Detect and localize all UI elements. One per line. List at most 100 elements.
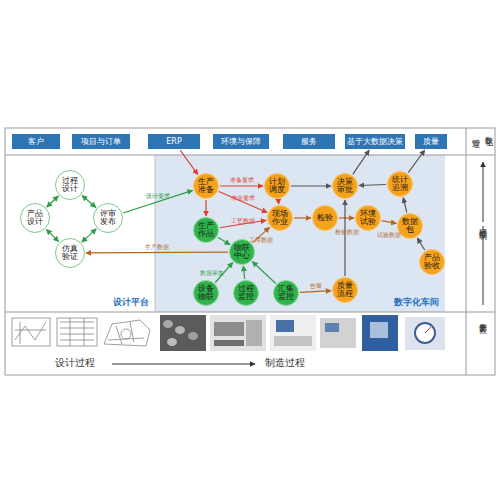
divider-line: [155, 155, 156, 312]
node-label: 环境试验: [360, 210, 376, 226]
node-label: 统计追溯: [392, 176, 408, 192]
node-label: 设备物联: [198, 285, 214, 301]
flow-arrow: [180, 150, 198, 175]
flow-arrow: [219, 192, 267, 213]
flow-arrow: [417, 238, 424, 250]
flow-arrow: [252, 227, 269, 242]
node-label: 产品设计: [25, 210, 45, 227]
flow-arrow: [82, 229, 96, 242]
process-arrow: [483, 162, 484, 305]
outer-frame: [5, 128, 495, 375]
node-label: 计划调度: [269, 178, 285, 194]
flow-arrow: [123, 190, 192, 213]
equipment-photo: [160, 315, 445, 351]
axis-label: 管理: [471, 133, 479, 135]
node-label: 检验: [317, 214, 333, 222]
edge-label: 检验数据: [334, 229, 360, 235]
process-arrow: [112, 364, 255, 365]
process-circle: 生产准备: [193, 173, 219, 199]
axis-label: 生产要素: [478, 316, 486, 320]
node-label: 服务: [301, 138, 317, 146]
flow-arrow: [86, 251, 228, 253]
process-circle: 产品验收: [419, 249, 445, 275]
flow-arrow: [359, 184, 386, 186]
system-box: 项目与订单: [72, 134, 130, 149]
node-label: 过程设计: [60, 177, 80, 194]
node-label: 评审发布: [98, 210, 118, 227]
process-circle: 检验: [312, 205, 338, 231]
design-step-circle: 仿真验证: [55, 238, 85, 268]
edge-label: 工艺数据: [230, 218, 256, 224]
iot-circle: 过程监控: [233, 280, 259, 306]
platform-panel: 设计平台 过程设计产品设计 评审发布仿真验证: [5, 155, 155, 312]
axis-label: 过程控制: [478, 222, 486, 226]
flow-arrow: [294, 217, 311, 218]
design-step-circle: 评审发布: [93, 203, 123, 233]
system-box: 基于大数据决策: [345, 134, 405, 149]
node-label: 数据包: [402, 218, 418, 234]
edge-label: 设计要求: [145, 193, 171, 199]
node-label: 基于大数据决策: [347, 138, 403, 146]
system-box: 服务: [283, 134, 335, 149]
system-box: 客户: [12, 134, 60, 149]
design-step-circle: 产品设计: [20, 203, 50, 233]
flow-arrow: [353, 150, 369, 174]
iot-circle: 物联中心: [229, 239, 255, 265]
workshop-panel: 数字化车间 生产准备 计划调度 决策审批 统计追溯生产作品 现场作业 检验 环境试验数据包物联…: [155, 155, 445, 312]
process-circle: 决策审批: [332, 173, 358, 199]
process-circle: 计划调度: [264, 173, 290, 199]
node-label: 质量: [423, 138, 439, 146]
system-box: 质量: [415, 134, 447, 149]
node-label: 质量流程: [337, 282, 353, 298]
node-label: 生产作品: [198, 222, 214, 238]
flow-arrow: [243, 266, 244, 279]
design-sketch: [12, 318, 150, 346]
flow-arrow: [46, 229, 58, 241]
edge-label: 生产数据: [144, 244, 170, 250]
iot-circle: 生产作品: [193, 217, 219, 243]
flow-arrow: [278, 200, 280, 204]
node-label: ERP: [166, 138, 181, 146]
node-label: 产品验收: [424, 254, 440, 270]
node-label: 物联中心: [234, 244, 250, 260]
edge-label: 告警: [309, 283, 323, 289]
flow-arrow: [218, 237, 230, 244]
flow-arrow: [205, 200, 206, 216]
node-label: 决策审批: [337, 178, 353, 194]
flow-arrow: [403, 198, 407, 213]
flow-arrow: [220, 185, 263, 186]
system-box: ERP: [148, 134, 200, 149]
flow-arrow: [408, 150, 425, 173]
flow-arrow: [82, 195, 96, 207]
flow-arrow: [344, 200, 345, 276]
edge-label: 工序数据: [248, 237, 274, 243]
iot-circle: 汇集监控: [273, 280, 299, 306]
panel-title: 设计平台: [113, 296, 149, 309]
process-circle: 质量流程: [332, 277, 358, 303]
stage-label: 设计过程: [55, 358, 95, 368]
process-circle: 统计追溯: [387, 171, 413, 197]
node-label: 过程监控: [238, 285, 254, 301]
flow-arrow: [300, 291, 331, 293]
stage-label: 制造过程: [265, 358, 305, 368]
node-label: 汇集监控: [278, 285, 294, 301]
flow-arrow: [382, 221, 396, 224]
panel-title: 数字化车间: [394, 296, 439, 309]
divider-line: [5, 312, 495, 313]
system-box: 环境与保障: [213, 134, 269, 149]
flow-arrow: [252, 262, 276, 284]
process-circle: 现场作业: [267, 205, 293, 231]
design-step-circle: 过程设计: [55, 170, 85, 200]
process-circle: 数据包: [397, 213, 423, 239]
edge-label: 数据采集: [199, 270, 225, 276]
flow-arrow: [339, 217, 354, 218]
flow-arrow: [291, 185, 331, 186]
node-label: 项目与订单: [81, 138, 121, 146]
divider-line: [466, 128, 467, 375]
node-label: 环境与保障: [221, 138, 261, 146]
node-label: 现场作业: [272, 210, 288, 226]
edge-label: 准备要求: [229, 177, 255, 183]
flow-arrow: [215, 263, 233, 283]
iot-circle: 设备物联: [193, 280, 219, 306]
